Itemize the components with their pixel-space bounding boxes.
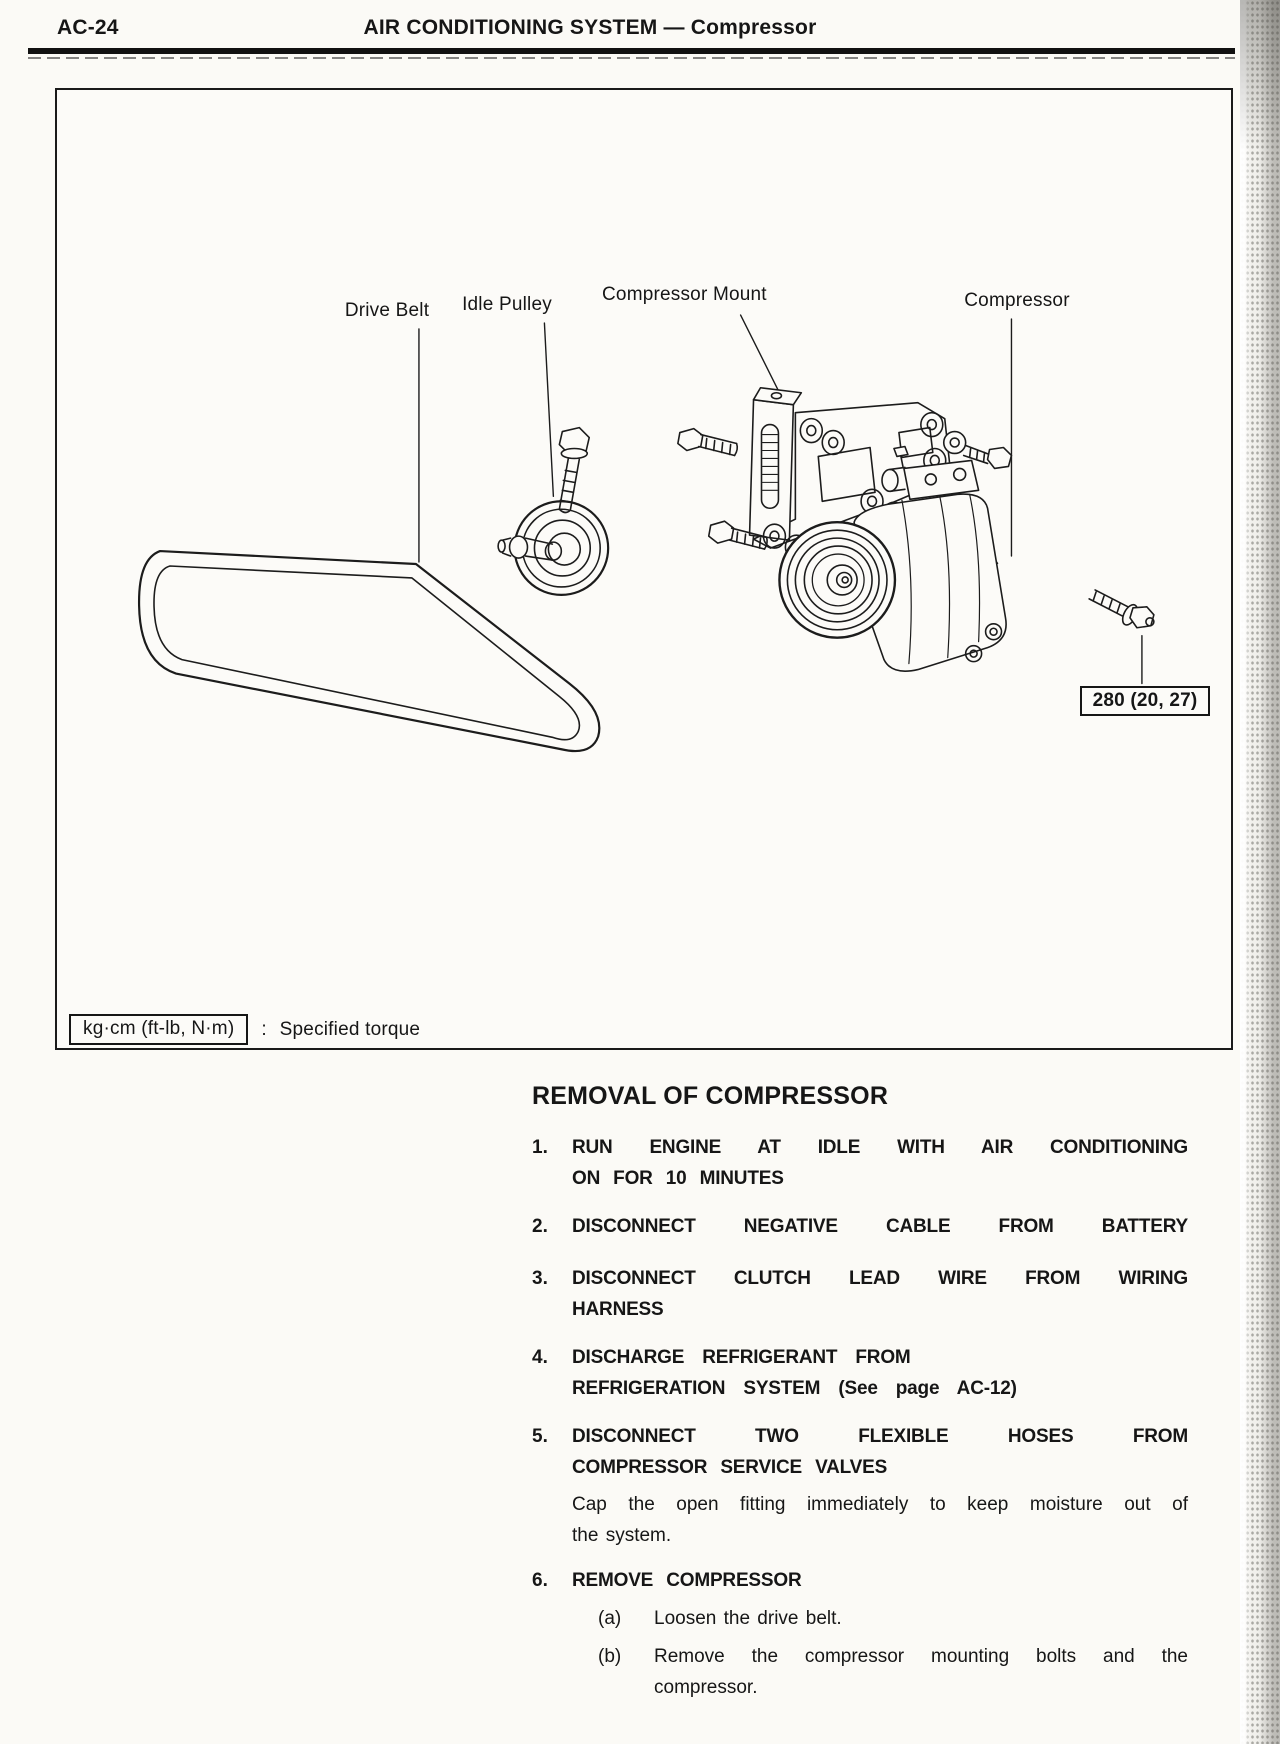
substep-a: (a) Loosen the drive belt.	[572, 1603, 1188, 1634]
step-3: 3. DISCONNECT CLUTCH LEAD WIRE FROM WIRI…	[532, 1263, 1188, 1325]
substep-text: Remove the compressor mounting bolts and…	[654, 1641, 1188, 1703]
procedure-section: REMOVAL OF COMPRESSOR 1. RUN ENGINE AT I…	[532, 1082, 1188, 1720]
step-heading-line: DISCHARGE REFRIGERANT FROM	[572, 1347, 911, 1368]
step-heading-line: REMOVE COMPRESSOR	[572, 1570, 802, 1591]
step-heading-line: COMPRESSOR SERVICE VALVES	[572, 1457, 888, 1478]
idle-pulley-art	[497, 426, 610, 596]
step-heading-line: DISCONNECT NEGATIVE CABLE FROM BATTERY	[572, 1216, 1188, 1237]
step-heading-line: HARNESS	[572, 1299, 664, 1320]
mount-washer-and-bolt-right	[942, 430, 1013, 470]
step-heading-line: RUN ENGINE AT IDLE WITH AIR CONDITIONING	[572, 1137, 1188, 1158]
step-heading-line: DISCONNECT CLUTCH LEAD WIRE FROM WIRING	[572, 1268, 1188, 1289]
torque-spec-box: 280 (20, 27)	[1080, 686, 1210, 716]
step-heading-line: ON FOR 10 MINUTES	[572, 1168, 784, 1189]
substep-text-line: compressor.	[654, 1677, 758, 1698]
step-body: REMOVE COMPRESSOR (a) Loosen the drive b…	[572, 1565, 1188, 1703]
substep-label: (b)	[598, 1646, 622, 1667]
step-body: RUN ENGINE AT IDLE WITH AIR CONDITIONING…	[572, 1132, 1188, 1194]
label-compressor-mount: Compressor Mount	[602, 284, 767, 305]
step-number: 6.	[532, 1570, 548, 1591]
compressor-mounting-bolt-right	[1088, 589, 1155, 629]
compressor-exploded-diagram	[138, 314, 1155, 753]
page-edge-texture	[1240, 0, 1280, 1744]
step-5: 5. DISCONNECT TWO FLEXIBLE HOSES FROM CO…	[532, 1421, 1188, 1551]
step-2: 2. DISCONNECT NEGATIVE CABLE FROM BATTER…	[532, 1211, 1188, 1242]
label-compressor: Compressor	[964, 290, 1070, 311]
step-6: 6. REMOVE COMPRESSOR (a) Loosen the driv…	[532, 1565, 1188, 1703]
steps-list: 1. RUN ENGINE AT IDLE WITH AIR CONDITION…	[532, 1132, 1188, 1703]
substep-label: (a)	[598, 1608, 622, 1629]
torque-legend: kg·cm (ft-lb, N·m) : Specified torque	[69, 1014, 420, 1045]
step-number: 2.	[532, 1216, 548, 1237]
step-heading-line: DISCONNECT TWO FLEXIBLE HOSES FROM	[572, 1426, 1188, 1447]
step-number: 5.	[532, 1426, 548, 1447]
step-4: 4. DISCHARGE REFRIGERANT FROM REFRIGERAT…	[532, 1342, 1188, 1404]
page-code: AC-24	[57, 16, 119, 39]
step-body: DISCONNECT TWO FLEXIBLE HOSES FROM COMPR…	[572, 1421, 1188, 1551]
header-rule-shadow	[28, 57, 1235, 59]
header-rule	[28, 48, 1235, 54]
mount-bolt-upper-left	[677, 427, 739, 457]
service-valve-block	[903, 459, 980, 501]
legend-separator: :	[261, 1018, 267, 1040]
step-heading-line: REFRIGERATION SYSTEM (See page AC-12)	[572, 1378, 1017, 1399]
step-note-line: the system.	[572, 1525, 672, 1546]
step-1: 1. RUN ENGINE AT IDLE WITH AIR CONDITION…	[532, 1132, 1188, 1194]
torque-unit-box: kg·cm (ft-lb, N·m)	[69, 1014, 249, 1045]
page-title: AIR CONDITIONING SYSTEM — Compressor	[363, 16, 817, 39]
step-number: 1.	[532, 1137, 548, 1158]
leader-lines	[418, 314, 1143, 685]
figure-box: Drive Belt Idle Pulley Compressor Mount …	[55, 88, 1233, 1050]
compressor-art	[778, 445, 1007, 672]
step-body: DISCONNECT CLUTCH LEAD WIRE FROM WIRING …	[572, 1263, 1188, 1325]
mount-bolt-lower-left	[707, 520, 768, 550]
idle-pulley-bolt-head	[558, 426, 591, 456]
substep-b: (b) Remove the compressor mounting bolts…	[572, 1641, 1188, 1703]
substep-text: Loosen the drive belt.	[654, 1608, 842, 1629]
drive-belt-art	[138, 549, 601, 753]
step-body: DISCONNECT NEGATIVE CABLE FROM BATTERY	[572, 1211, 1188, 1242]
substep-text-line: Remove the compressor mounting bolts and…	[654, 1646, 1188, 1667]
step-number: 3.	[532, 1268, 548, 1289]
section-heading: REMOVAL OF COMPRESSOR	[532, 1082, 889, 1110]
label-drive-belt: Drive Belt	[344, 300, 430, 321]
step-note-line: Cap the open fitting immediately to keep…	[572, 1494, 1188, 1515]
step-body: DISCHARGE REFRIGERANT FROM REFRIGERATION…	[572, 1342, 1188, 1404]
label-idle-pulley: Idle Pulley	[462, 294, 552, 315]
legend-text: Specified torque	[279, 1018, 421, 1040]
step-note: Cap the open fitting immediately to keep…	[572, 1489, 1188, 1551]
step-number: 4.	[532, 1347, 548, 1368]
